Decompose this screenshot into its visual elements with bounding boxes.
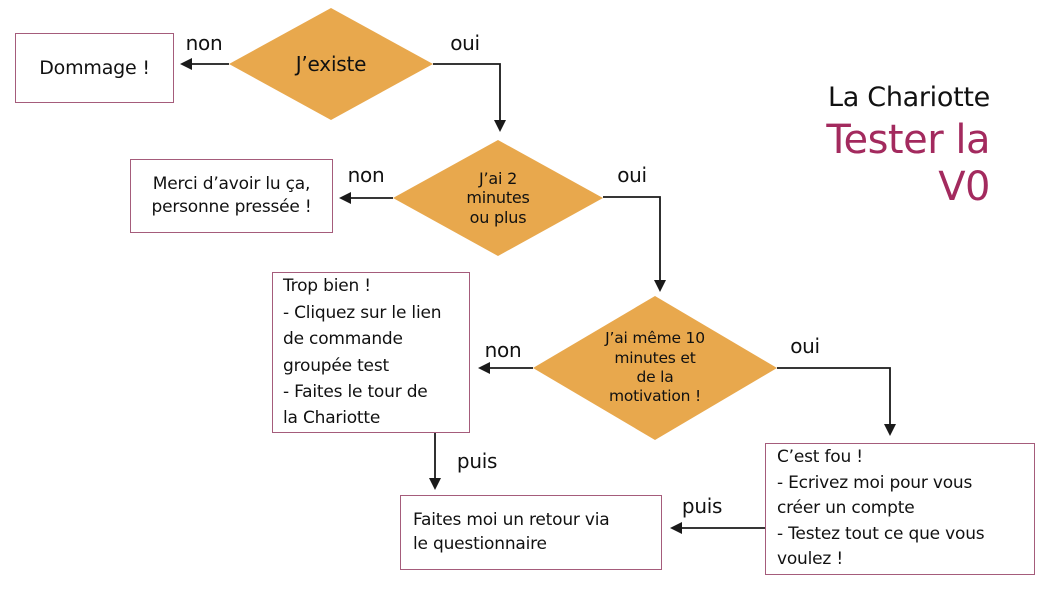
- edge-label-exists-oui: oui: [450, 31, 480, 55]
- node-dommage: Dommage !: [15, 33, 174, 103]
- node-merci: Merci d’avoir lu ça, personne pressée !: [130, 159, 333, 233]
- edge-label-exists-non: non: [185, 31, 223, 55]
- edge-label-2min-non: non: [347, 163, 385, 187]
- edge-two-minutes-yes: [603, 196, 666, 292]
- edge-exists-yes: [433, 63, 506, 132]
- edge-label-2min-oui: oui: [617, 163, 647, 187]
- brand-title: La Chariotte: [828, 82, 990, 113]
- page-title: Tester la V0: [826, 117, 990, 210]
- edge-label-puis-left: puis: [456, 449, 498, 473]
- node-trop-bien: Trop bien ! - Cliquez sur le lien de com…: [272, 272, 470, 433]
- edge-label-10min-non: non: [484, 338, 522, 362]
- edge-ten-minutes-yes: [777, 367, 896, 436]
- edge-label-10min-oui: oui: [790, 334, 820, 358]
- node-cest-fou: C’est fou ! - Ecrivez moi pour vous crée…: [765, 443, 1035, 575]
- edge-label-puis-right: puis: [681, 494, 723, 518]
- title-block: La Chariotte Tester la V0: [826, 82, 990, 211]
- node-retour-questionnaire: Faites moi un retour via le questionnair…: [400, 495, 662, 570]
